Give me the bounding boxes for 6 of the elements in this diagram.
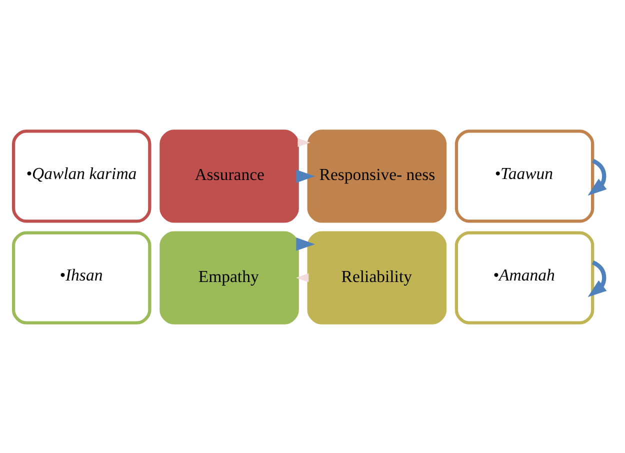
node-box: •Ihsan: [12, 230, 152, 324]
node-box: •Qawlan karima: [12, 129, 152, 222]
arrow: [296, 272, 309, 282]
node-box: •Taawun: [454, 129, 594, 222]
node-box: •Amanah: [454, 230, 594, 324]
node-box: Responsive- ness: [307, 129, 447, 222]
